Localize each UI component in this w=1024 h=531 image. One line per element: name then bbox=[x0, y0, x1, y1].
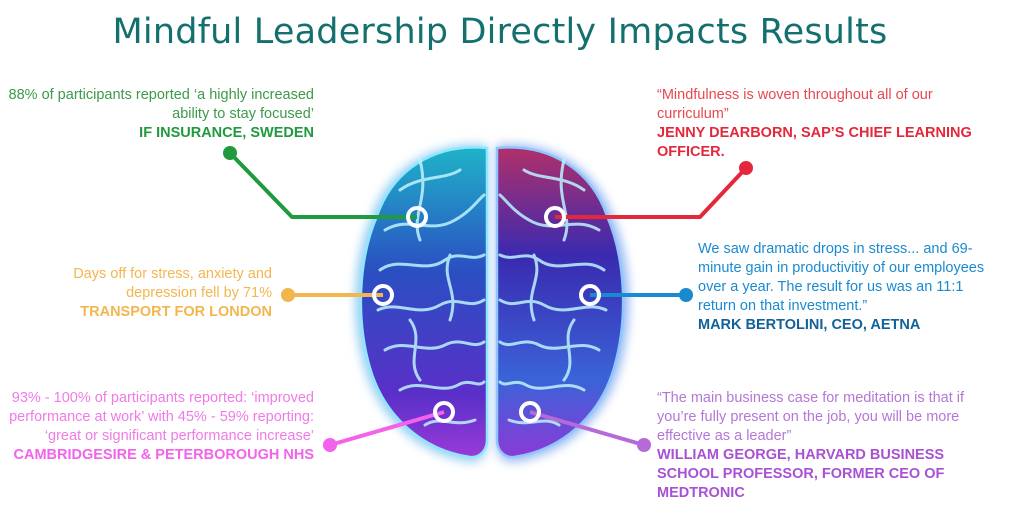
connector-red bbox=[544, 161, 753, 228]
brain-right-hemisphere bbox=[495, 146, 625, 459]
callout-quote: 93% - 100% of participants reported: ‘im… bbox=[9, 390, 314, 444]
callout-quote: “Mindfulness is woven throughout all of … bbox=[657, 87, 933, 122]
callout-nhs: 93% - 100% of participants reported: ‘im… bbox=[0, 389, 314, 465]
callout-if-insurance: 88% of participants reported ‘a highly i… bbox=[4, 86, 314, 143]
callout-quote: We saw dramatic drops in stress... and 6… bbox=[698, 241, 985, 314]
callout-sap: “Mindfulness is woven throughout all of … bbox=[657, 86, 987, 162]
callout-source: WILLIAM GEORGE, HARVARD BUSINESS SCHOOL … bbox=[657, 447, 945, 501]
callout-source: IF INSURANCE, SWEDEN bbox=[139, 125, 314, 141]
connector-green bbox=[223, 146, 428, 228]
connector-pink bbox=[323, 401, 455, 452]
callout-source: CAMBRIDGESIRE & PETERBOROUGH NHS bbox=[13, 447, 315, 463]
callout-transport-for-london: Days off for stress, anxiety and depress… bbox=[12, 265, 272, 322]
callout-aetna: We saw dramatic drops in stress... and 6… bbox=[698, 240, 998, 335]
connector-blue bbox=[579, 284, 693, 306]
callout-quote: Days off for stress, anxiety and depress… bbox=[73, 266, 272, 301]
page-title: Mindful Leadership Directly Impacts Resu… bbox=[112, 12, 888, 52]
brain-folds bbox=[376, 158, 608, 427]
callout-source: JENNY DEARBORN, SAP’S CHIEF LEARNING OFF… bbox=[657, 125, 972, 160]
connector-yellow bbox=[281, 284, 394, 306]
brain-left-hemisphere bbox=[359, 146, 489, 459]
callout-source: MARK BERTOLINI, CEO, AETNA bbox=[698, 317, 921, 333]
callout-quote: 88% of participants reported ‘a highly i… bbox=[8, 87, 314, 122]
connector-purple bbox=[519, 401, 651, 452]
callout-quote: “The main business case for meditation i… bbox=[657, 390, 965, 444]
callout-harvard: “The main business case for meditation i… bbox=[657, 389, 977, 503]
callout-source: TRANSPORT FOR LONDON bbox=[80, 304, 272, 320]
